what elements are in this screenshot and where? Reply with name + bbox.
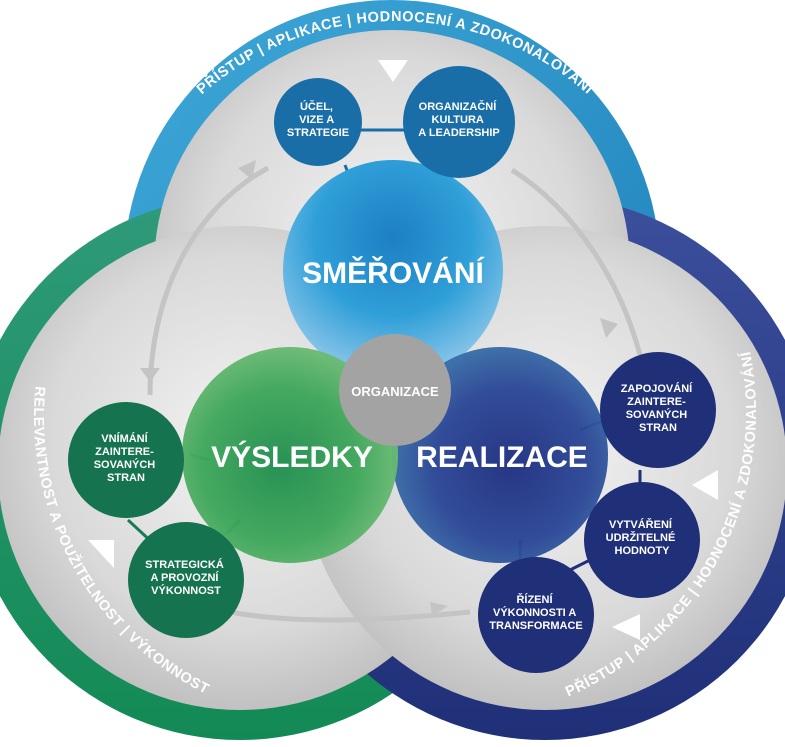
direction-label: SMĚŘOVÁNÍ	[302, 256, 484, 290]
node-circles	[68, 66, 716, 673]
main-circles	[182, 160, 608, 563]
organization-label: ORGANIZACE	[351, 384, 439, 399]
node-label-purpose: ÚČEL, VIZE A STRATEGIE	[287, 100, 349, 139]
triangle-marker-top	[378, 60, 408, 82]
arrow-top-left	[147, 165, 270, 396]
triangle-marker-bottom-right	[612, 614, 640, 640]
triangle-marker-left	[88, 540, 114, 568]
node-labels: ÚČEL, VIZE A STRATEGIE ORGANIZAČNÍ KULTU…	[94, 100, 696, 632]
node-sustainable-value	[584, 482, 700, 598]
arrow-bottom	[229, 609, 471, 623]
node-label-stakeholder-engagement: ZAPOJOVÁNÍ ZAINTERE- SOVANÝCH STRAN	[621, 382, 696, 434]
node-label-culture: ORGANIZAČNÍ KULTURA A LEADERSHIP	[418, 100, 500, 139]
node-strategic-performance	[128, 522, 244, 638]
results-label: VÝSLEDKY	[211, 440, 373, 474]
node-purpose	[274, 78, 362, 166]
node-label-stakeholder-perception: VNÍMÁNÍ ZAINTERE- SOVANÝCH STRAN	[94, 432, 159, 484]
node-label-performance-transformation: ŘÍZENÍ VÝKONNOSTI A TRANSFORMACE	[489, 593, 583, 632]
node-label-strategic-performance: STRATEGICKÁ A PROVOZNÍ VÝKONNOST	[145, 558, 227, 597]
node-stakeholder-engagement	[600, 352, 716, 468]
triangle-marker-right	[692, 470, 718, 500]
cycle-arrows	[147, 165, 643, 623]
node-stakeholder-perception	[68, 402, 184, 518]
node-culture	[403, 66, 515, 178]
node-performance-transformation	[478, 557, 594, 673]
execution-label: REALIZACE	[416, 441, 588, 474]
organization-circle	[339, 334, 451, 446]
arrow-top-right	[510, 167, 643, 356]
arrow-heads	[140, 160, 618, 616]
node-label-sustainable-value: VYTVÁŘENÍ UDRŽITELNÉ HODNOTY	[606, 518, 679, 557]
ring-triangles	[88, 60, 718, 640]
direction-circle	[283, 160, 503, 380]
